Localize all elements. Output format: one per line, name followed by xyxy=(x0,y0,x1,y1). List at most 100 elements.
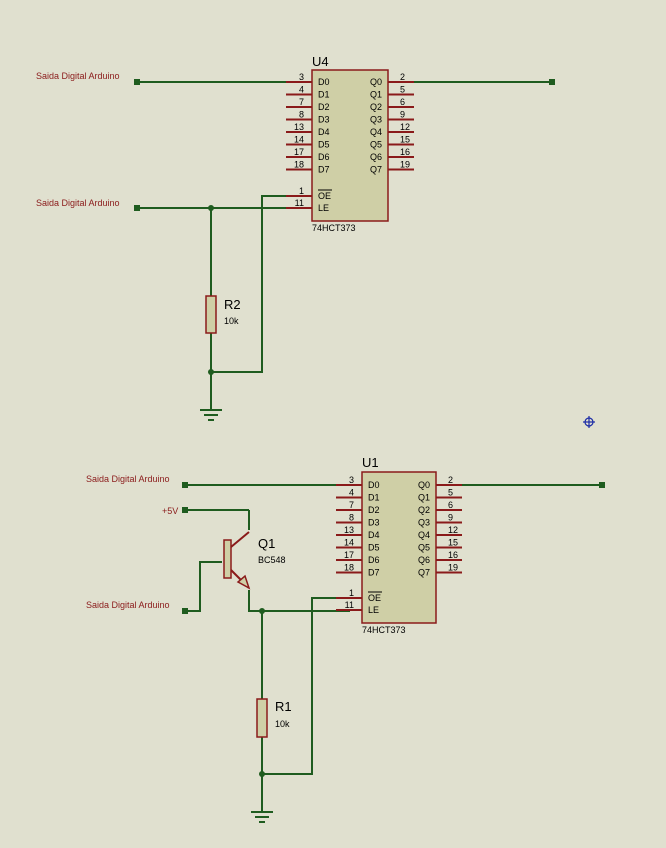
terminal-u4-d0-in xyxy=(134,79,140,85)
u4-part: 74HCT373 xyxy=(312,223,356,233)
u1-pin-name: Q7 xyxy=(418,568,430,578)
u1-pin-number: 5 xyxy=(448,488,453,498)
u4-pin-number: 13 xyxy=(294,122,304,132)
u1-pin-number: 6 xyxy=(448,500,453,510)
r1-value: 10k xyxy=(275,719,290,729)
u1-pin-name: D0 xyxy=(368,480,380,490)
u1-pin-name: D5 xyxy=(368,543,380,553)
u1-pin-number: 14 xyxy=(344,538,354,548)
u4-pin-name: D2 xyxy=(318,102,330,112)
u4-pin-name: D6 xyxy=(318,152,330,162)
chip-u1[interactable] xyxy=(361,471,437,624)
u1-pin-name: D2 xyxy=(368,505,380,515)
terminal-u4-q0-out xyxy=(549,79,555,85)
crosshair-cursor-icon[interactable] xyxy=(583,416,595,428)
u4-pin-name: D1 xyxy=(318,90,330,100)
label-u4-top-input: Saida Digital Arduino xyxy=(36,71,120,81)
junction-r2-bottom xyxy=(208,369,214,375)
u4-pin-name: D7 xyxy=(318,165,330,175)
u4-pin-name: Q0 xyxy=(370,77,382,87)
u4-pin-number: 12 xyxy=(400,122,410,132)
u1-pin-number: 3 xyxy=(349,475,354,485)
q1-ref: Q1 xyxy=(258,536,275,551)
r2-ref: R2 xyxy=(224,297,241,312)
u1-pin-name: Q5 xyxy=(418,543,430,553)
u4-pin-number: 14 xyxy=(294,135,304,145)
u4-pin-name: D3 xyxy=(318,115,330,125)
u1-pin-number: 2 xyxy=(448,475,453,485)
r2-value: 10k xyxy=(224,316,239,326)
r1-ref: R1 xyxy=(275,699,292,714)
u4-pin-number: 15 xyxy=(400,135,410,145)
terminal-q1-base-in xyxy=(182,608,188,614)
u4-pin-number: 9 xyxy=(400,110,405,120)
label-u4-le-input: Saida Digital Arduino xyxy=(36,198,120,208)
u4-pin-number: 1 xyxy=(299,186,304,196)
transistor-q1[interactable] xyxy=(223,531,251,590)
u1-pin-name: D7 xyxy=(368,568,380,578)
u4-pin-number: 5 xyxy=(400,85,405,95)
wire-q1-base xyxy=(185,561,222,612)
u4-pin-number: 11 xyxy=(295,198,304,208)
u1-pin-number: 15 xyxy=(448,538,458,548)
u4-pin-name: D4 xyxy=(318,127,330,137)
u4-ref: U4 xyxy=(312,54,329,69)
terminal-u1-d0-in xyxy=(182,482,188,488)
u4-pin-name: Q4 xyxy=(370,127,382,137)
u4-pin-number: 8 xyxy=(299,110,304,120)
u1-ref: U1 xyxy=(362,455,379,470)
u1-pin-name: Q3 xyxy=(418,518,430,528)
u1-pin-name: Q4 xyxy=(418,530,430,540)
resistor-r2[interactable] xyxy=(205,295,217,334)
u4-circuit: R2 10k Saida Digital Arduino Saida Digit… xyxy=(36,54,555,421)
u4-pin-number: 7 xyxy=(299,97,304,107)
u1-pin-number: 13 xyxy=(344,525,354,535)
u1-pin-name: Q6 xyxy=(418,555,430,565)
u4-pin-number: 17 xyxy=(294,147,304,157)
resistor-r1[interactable] xyxy=(256,698,268,738)
u4-pin-number: 3 xyxy=(299,72,304,82)
label-u1-top-input: Saida Digital Arduino xyxy=(86,474,170,484)
ground-symbol-bottom xyxy=(251,811,273,823)
u1-pin-name: D6 xyxy=(368,555,380,565)
ground-symbol-top xyxy=(200,409,222,421)
u1-pin-number: 9 xyxy=(448,513,453,523)
u1-pin-number: 17 xyxy=(344,550,354,560)
u4-pin-number: 2 xyxy=(400,72,405,82)
junction-r1-top xyxy=(259,608,265,614)
u4-pin-number: 6 xyxy=(400,97,405,107)
u4-pin-name: Q6 xyxy=(370,152,382,162)
wire-u1-oe xyxy=(262,597,350,775)
u4-pin-name: OE xyxy=(318,191,331,201)
junction-r1-bottom xyxy=(259,771,265,777)
u4-pin-name: Q3 xyxy=(370,115,382,125)
u4-pin-name: D5 xyxy=(318,140,330,150)
u1-pin-number: 11 xyxy=(345,600,354,610)
u1-pin-number: 12 xyxy=(448,525,458,535)
u1-pin-number: 18 xyxy=(344,563,354,573)
label-q1-base-input: Saida Digital Arduino xyxy=(86,600,170,610)
wire-q1-emitter xyxy=(248,590,350,612)
u1-pin-name: D3 xyxy=(368,518,380,528)
u4-pin-number: 18 xyxy=(294,160,304,170)
u4-pin-name: Q7 xyxy=(370,165,382,175)
u1-pin-number: 8 xyxy=(349,513,354,523)
u1-pin-number: 19 xyxy=(448,563,458,573)
u1-pin-name: D1 xyxy=(368,493,380,503)
u4-pin-name: LE xyxy=(318,203,329,213)
u4-pin-number: 19 xyxy=(400,160,410,170)
u1-pin-name: Q0 xyxy=(418,480,430,490)
u1-pin-number: 1 xyxy=(349,588,354,598)
q1-part: BC548 xyxy=(258,555,286,565)
u1-pin-number: 7 xyxy=(349,500,354,510)
u4-pin-name: Q5 xyxy=(370,140,382,150)
wire-u4-oe xyxy=(211,195,300,373)
u1-pin-number: 16 xyxy=(448,550,458,560)
u4-pin-name: Q1 xyxy=(370,90,382,100)
terminal-vcc xyxy=(182,507,188,513)
u1-circuit: Q1 BC548 R1 10k Saida Digital Arduino +5… xyxy=(86,455,605,823)
u1-pin-name: OE xyxy=(368,593,381,603)
